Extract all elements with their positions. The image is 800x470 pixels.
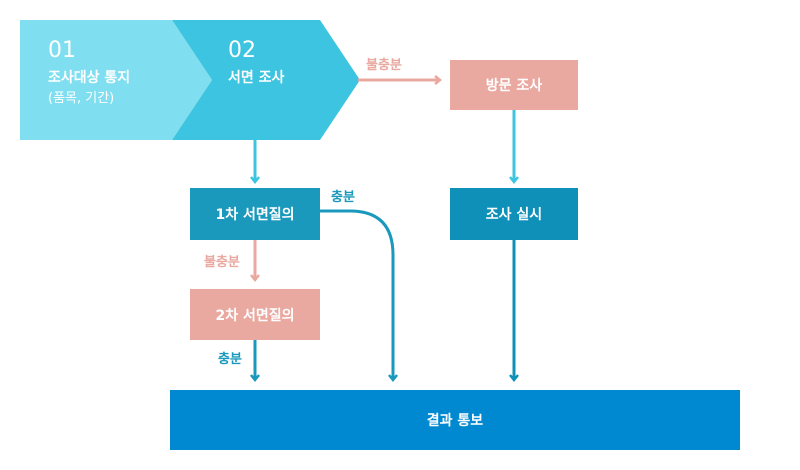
label-insufficient-top: 불충분 — [366, 58, 402, 73]
step-02-text: 02 서면 조사 — [228, 38, 284, 87]
step-02-title: 서면 조사 — [228, 70, 285, 86]
step-01-subtitle: (품목, 기간) — [48, 91, 115, 106]
arrow-first-inquiry-to-result — [320, 209, 398, 383]
second-inquiry-box: 2차 서면질의 — [190, 289, 320, 340]
step-01-chevron — [20, 20, 212, 140]
result-notice-box: 결과 통보 — [170, 390, 740, 450]
step-01-number: 01 — [48, 38, 76, 63]
label-insufficient-mid: 불충분 — [204, 255, 240, 270]
survey-box: 조사 실시 — [450, 188, 578, 240]
label-sufficient-top: 충분 — [331, 190, 355, 205]
step-02-chevron — [172, 20, 360, 140]
label-sufficient-bottom: 충분 — [218, 352, 242, 367]
step-01-title: 조사대상 통지 — [48, 70, 131, 86]
first-inquiry-box: 1차 서면질의 — [190, 188, 320, 240]
step-01-text: 01 조사대상 통지 (품목, 기간) — [48, 38, 130, 106]
visit-survey-box: 방문 조사 — [450, 60, 578, 110]
step-02-number: 02 — [228, 38, 256, 63]
